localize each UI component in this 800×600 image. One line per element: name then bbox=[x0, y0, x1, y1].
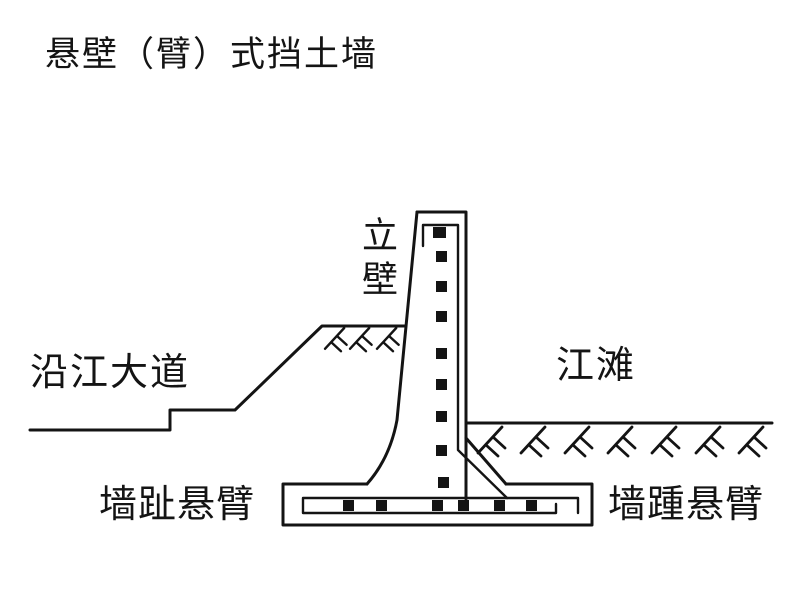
stem-liner-line bbox=[421, 223, 509, 500]
soil-hatch-mark bbox=[348, 326, 373, 353]
footing-rebar-dashes bbox=[343, 500, 537, 511]
road-label: 沿江大道 bbox=[30, 352, 191, 394]
right-soil-hatch bbox=[476, 425, 768, 458]
heel-cantilever-label: 墙踵悬臂 bbox=[608, 484, 765, 526]
stem-top-and-right-face bbox=[415, 210, 468, 501]
soil-hatch-mark bbox=[476, 425, 507, 458]
wall-outline bbox=[281, 210, 594, 527]
reinforcement-liner bbox=[301, 223, 580, 515]
slide-title: 悬壁（臂）式挡土墙 bbox=[45, 35, 379, 74]
stem-label: 立壁 bbox=[357, 216, 397, 304]
footing-liner-line bbox=[301, 496, 580, 515]
beach-label: 江滩 bbox=[556, 345, 637, 387]
footing-outline bbox=[281, 482, 594, 527]
soil-hatch-mark bbox=[650, 425, 681, 458]
soil-hatch-mark bbox=[519, 425, 550, 458]
soil-hatch-mark bbox=[694, 425, 725, 458]
left-ground-line bbox=[28, 324, 408, 432]
slope-soil-hatch bbox=[323, 326, 400, 353]
stem-left-face bbox=[365, 210, 419, 486]
soil-hatch-mark bbox=[606, 425, 637, 458]
soil-hatch-mark bbox=[323, 326, 348, 353]
haunch-line bbox=[464, 436, 508, 486]
stem-rebar-dashes bbox=[433, 227, 449, 488]
soil-hatch-mark bbox=[737, 425, 768, 458]
soil-hatch-mark bbox=[563, 425, 594, 458]
soil-hatch-mark bbox=[375, 326, 400, 353]
toe-cantilever-label: 墙趾悬臂 bbox=[99, 484, 256, 526]
